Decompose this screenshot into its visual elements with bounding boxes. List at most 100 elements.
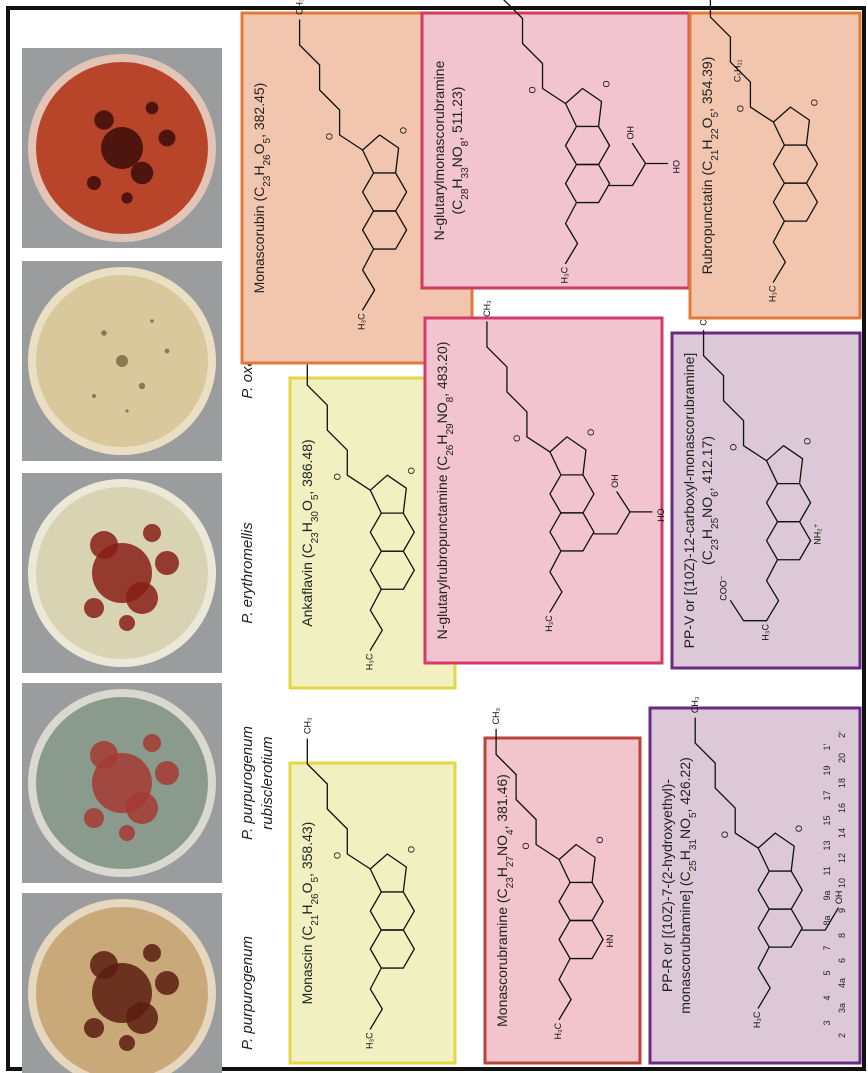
atom-o: O xyxy=(809,99,819,106)
bond xyxy=(608,142,647,187)
bond xyxy=(757,946,771,1009)
bond xyxy=(361,248,376,311)
bond xyxy=(801,907,839,931)
compound-box-monascorubramine: Monascorubramine (C23H27NO4, 381.46)OOCH… xyxy=(483,708,642,1065)
atom-h3c: H₃C xyxy=(761,624,771,641)
compound-formula: N-glutarylrubropunctamine (C26H29NO8, 48… xyxy=(434,342,456,640)
atom-o: O xyxy=(406,467,416,474)
bond xyxy=(298,19,364,151)
atom-c5h11: C₅H₁₁ xyxy=(732,59,742,82)
colony-spot xyxy=(84,598,104,618)
compound-box-frame xyxy=(670,331,862,670)
colony-spot xyxy=(126,582,158,614)
atom-oh: OH xyxy=(626,126,636,140)
atom-ch3: CH₃ xyxy=(491,708,501,725)
atom-h3c: H₃C xyxy=(364,653,374,670)
species-label: P. erythromellis xyxy=(239,522,256,624)
compound-formula: Monascorubramine (C23H27NO4, 381.46) xyxy=(494,774,516,1027)
atom-oh: OH xyxy=(610,474,620,488)
position-number: 12 xyxy=(837,853,847,863)
position-number: 10 xyxy=(837,878,847,888)
colony-spot xyxy=(119,615,135,631)
bond xyxy=(593,491,631,535)
atom-o: O xyxy=(803,438,813,445)
compound-formula: Ankaflavin (C23H30O5, 386.48) xyxy=(299,439,321,626)
compound-box-rubropunctatin: Rubropunctatin (C21H22O5, 354.39)OOCH₃H₃… xyxy=(688,0,862,320)
colony-spot xyxy=(87,176,101,190)
position-number: 6 xyxy=(837,958,847,963)
compound-box-frame xyxy=(648,706,862,1065)
compound-name: PP-V or [(10Z)-12-carboxyl-monascorubram… xyxy=(681,353,697,649)
position-number: 9 xyxy=(837,908,847,913)
atom-ch3: CH₃ xyxy=(302,717,312,734)
compound-box-n-glutarylmonascorubramine: N-glutarylmonascorubramine(C28H33NO8, 51… xyxy=(420,0,691,290)
atom-o: O xyxy=(528,86,538,93)
colony-spot xyxy=(138,382,146,390)
position-number: 16 xyxy=(837,803,847,813)
bond xyxy=(558,843,596,884)
bond xyxy=(729,600,768,622)
bond xyxy=(369,588,383,651)
atom-o: O xyxy=(325,133,335,140)
pp-r-position-numbers: 233a44a56788a99a10111213141516171819201'… xyxy=(822,731,847,1038)
colony-spot xyxy=(90,951,118,979)
atom-h3c: H₃C xyxy=(544,615,554,632)
compound-boxes: Monascin (C21H26O5, 358.43)OOCH₃H₃CAnkaf… xyxy=(240,0,862,1065)
atom-oh: OH xyxy=(834,891,844,905)
colony-spot xyxy=(150,319,154,323)
compound-box-pp-v: PP-V or [(10Z)-12-carboxyl-monascorubram… xyxy=(670,309,862,670)
position-number: 8a xyxy=(822,915,832,925)
position-number: 14 xyxy=(837,828,847,838)
bond xyxy=(564,201,579,265)
atom-h3c: H₃C xyxy=(553,1022,563,1039)
atom-o: O xyxy=(595,836,605,843)
bond xyxy=(564,87,603,128)
position-number: 15 xyxy=(822,815,832,825)
position-number: 1' xyxy=(822,743,832,750)
compound-formula: (C23H25NO6, 412.17) xyxy=(699,436,721,565)
bond xyxy=(694,717,759,849)
atom-ch3: CH₃ xyxy=(295,0,305,15)
bond xyxy=(772,220,787,283)
species-label: P. purpurogenum xyxy=(239,726,256,840)
compound-formula: Monascin (C21H26O5, 358.43) xyxy=(299,822,321,1005)
colony-spot xyxy=(158,129,176,147)
bond xyxy=(772,106,811,146)
compound-box-pp-r: PP-R or [(10Z)-7-(2-hydroxyethyl)-monasc… xyxy=(648,696,862,1065)
position-number: 3a xyxy=(837,1003,847,1013)
plate-p-purpurogenum: P. purpurogenum xyxy=(22,893,256,1073)
position-number: 4 xyxy=(822,995,832,1000)
bond xyxy=(361,134,400,174)
plate-p-oxalicum: P. oxalicum xyxy=(22,261,256,461)
atom-o: O xyxy=(735,105,745,112)
position-number: 2 xyxy=(837,1033,847,1038)
bond xyxy=(765,445,804,485)
bond xyxy=(369,967,383,1030)
compound-formula: Rubropunctatin (C21H22O5, 354.39) xyxy=(699,57,721,275)
bond xyxy=(549,436,587,476)
position-number: 5 xyxy=(822,970,832,975)
bond xyxy=(709,0,775,123)
species-label: P. purpurogenum xyxy=(239,936,256,1050)
species-label-line2: rubisclerotium xyxy=(259,736,276,829)
colony-spot xyxy=(101,330,107,336)
bond xyxy=(558,957,572,1021)
colony-spot xyxy=(125,409,129,413)
colony-spot xyxy=(94,110,114,130)
bond xyxy=(765,559,780,622)
colony-spot xyxy=(92,394,96,398)
bond xyxy=(757,832,795,872)
compound-box-frame xyxy=(688,11,862,320)
structure-rubropunctatin: OOCH₃H₃CC₅H₁₁ xyxy=(709,0,819,302)
position-number: 8 xyxy=(837,933,847,938)
atom-o: O xyxy=(512,435,522,442)
position-number: 11 xyxy=(822,866,832,875)
